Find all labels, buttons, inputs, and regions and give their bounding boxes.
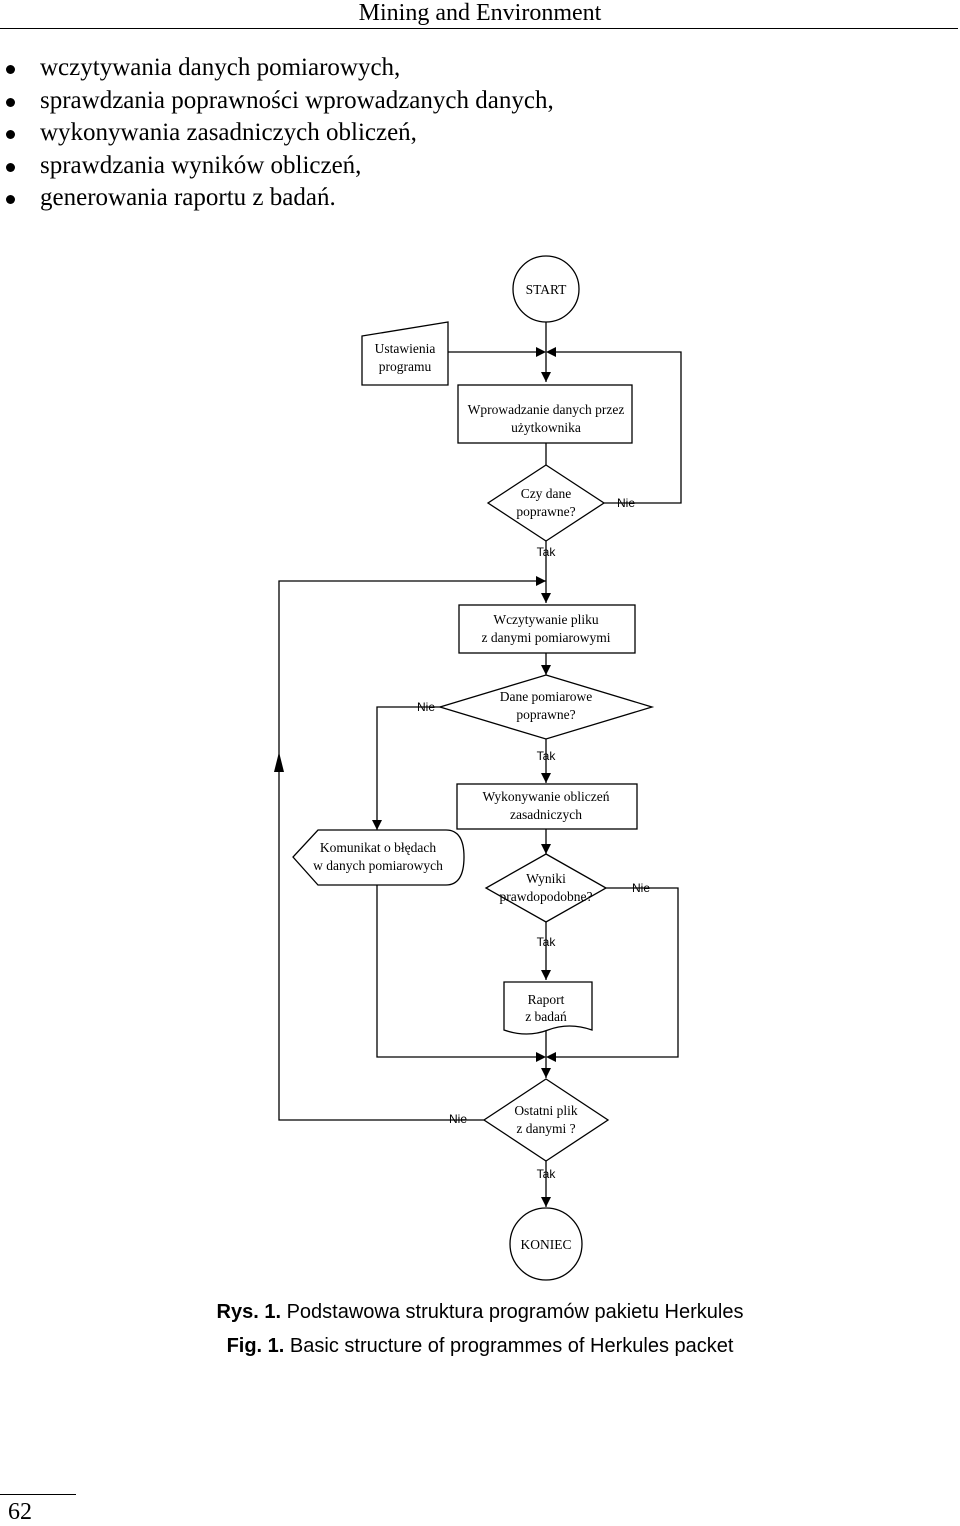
decision-last-line2: z danymi ?	[516, 1121, 575, 1136]
load-file-line1: Wczytywanie pliku	[493, 612, 599, 627]
bullet-dot-icon	[6, 130, 15, 140]
arrow-head-icon	[546, 347, 556, 357]
error-message-line1: Komunikat o błędach	[320, 840, 436, 855]
connector-measurement-invalid	[376, 706, 443, 830]
arrow-head-icon	[536, 347, 546, 357]
bullet-dot-icon	[6, 162, 15, 172]
settings-label-line1: Ustawienia	[375, 341, 436, 356]
bullet-dot-icon	[6, 195, 15, 205]
compute-label-line2: zasadniczych	[510, 807, 582, 822]
arrow-head-icon	[541, 1197, 551, 1207]
caption-english: Fig. 1. Basic structure of programmes of…	[0, 1334, 960, 1358]
decision-input-valid	[486, 464, 606, 542]
edge-label-no: Nie	[449, 1112, 467, 1126]
report-label-line2: z badań	[525, 1009, 567, 1024]
bullet-item: sprawdzania poprawności wprowadzanych da…	[0, 85, 554, 118]
decision-last-file	[482, 1078, 610, 1162]
loop-input-invalid	[554, 351, 682, 504]
bullet-text: wczytywania danych pomiarowych,	[40, 54, 401, 81]
decision-measurement-line1: Dane pomiarowe	[500, 689, 593, 704]
start-terminal	[512, 255, 580, 323]
arrow-head-icon	[541, 665, 551, 675]
arrow-head-icon	[541, 372, 551, 382]
edge-label-yes: Tak	[537, 935, 557, 949]
bullet-dot-icon	[6, 65, 15, 74]
error-message-display	[292, 829, 465, 886]
report-label-line1: Raport	[528, 992, 565, 1007]
bullet-item: wykonywania zasadniczych obliczeń,	[0, 117, 554, 150]
decision-input-line2: poprawne?	[516, 504, 575, 519]
caption-polish: Rys. 1. Podstawowa struktura programów p…	[0, 1300, 960, 1324]
end-terminal	[509, 1207, 583, 1281]
flowchart: START Ustawienia programu Wprowadzanie d…	[274, 255, 682, 1281]
caption-english-prefix: Fig. 1.	[226, 1335, 285, 1357]
edge-label-no: Nie	[417, 700, 435, 714]
bullet-item: wczytywania danych pomiarowych,	[0, 52, 554, 85]
end-label: KONIEC	[521, 1237, 572, 1252]
input-label-line1: Wprowadzanie danych przez	[468, 402, 625, 417]
arrow-head-icon	[274, 752, 284, 772]
input-label-line2: użytkownika	[511, 420, 581, 435]
header-rule	[0, 28, 958, 29]
decision-results-plausible	[484, 853, 608, 923]
edge-label-yes: Tak	[537, 1167, 557, 1181]
arrow-head-icon	[372, 820, 382, 830]
input-process	[457, 384, 633, 444]
loop-last-return	[278, 580, 546, 762]
decision-last-line1: Ostatni plik	[514, 1103, 578, 1118]
bullet-text: wykonywania zasadniczych obliczeń,	[40, 119, 417, 147]
settings-label-line2: programu	[379, 359, 432, 374]
caption-polish-text: Podstawowa struktura programów pakietu H…	[286, 1301, 744, 1323]
bullet-list: wczytywania danych pomiarowych, sprawdza…	[0, 52, 554, 215]
edge-label-yes: Tak	[537, 749, 557, 763]
load-file-process	[458, 604, 636, 654]
arrow-head-icon	[536, 1052, 546, 1062]
journal-title: Mining and Environment	[358, 0, 602, 26]
loop-last-no	[278, 762, 484, 1121]
decision-measurement-line2: poprawne?	[516, 707, 575, 722]
page-number: 62	[8, 1499, 32, 1525]
bullet-text: generowania raportu z badań.	[40, 184, 336, 212]
arrow-head-icon	[541, 593, 551, 603]
footer-rule	[0, 1494, 76, 1495]
caption-polish-prefix: Rys. 1.	[216, 1301, 282, 1323]
arrow-head-icon	[541, 970, 551, 980]
bullet-dot-icon	[6, 97, 15, 107]
arrow-head-icon	[541, 773, 551, 783]
arrow-head-icon	[536, 576, 546, 586]
edge-label-no: Nie	[617, 496, 635, 510]
connector-results-invalid	[554, 887, 679, 1058]
decision-measurement-valid	[437, 674, 655, 740]
settings-manual-input	[361, 321, 449, 386]
error-message-line2: w danych pomiarowych	[313, 858, 443, 873]
decision-results-line1: Wyniki	[526, 871, 566, 886]
bullet-text: sprawdzania wyników obliczeń,	[40, 151, 362, 179]
bullet-item: generowania raportu z badań.	[0, 182, 554, 215]
edge-label-yes: Tak	[537, 545, 557, 559]
decision-results-line2: prawdopodobne?	[500, 889, 593, 904]
bullet-item: sprawdzania wyników obliczeń,	[0, 150, 554, 183]
arrow-head-icon	[541, 1068, 551, 1078]
compute-label-line1: Wykonywanie obliczeń	[482, 789, 609, 804]
report-document	[503, 981, 593, 1035]
load-file-line2: z danymi pomiarowymi	[482, 630, 611, 645]
decision-input-line1: Czy dane	[521, 486, 572, 501]
bullet-text: sprawdzania poprawności wprowadzanych da…	[40, 86, 554, 114]
connector-error-to-last	[376, 885, 538, 1058]
arrow-head-icon	[546, 1052, 556, 1062]
edge-label-no: Nie	[632, 881, 650, 895]
caption-english-text: Basic structure of programmes of Herkule…	[289, 1335, 734, 1357]
arrow-head-icon	[541, 844, 551, 854]
start-label: START	[526, 282, 568, 297]
compute-process	[456, 783, 638, 830]
